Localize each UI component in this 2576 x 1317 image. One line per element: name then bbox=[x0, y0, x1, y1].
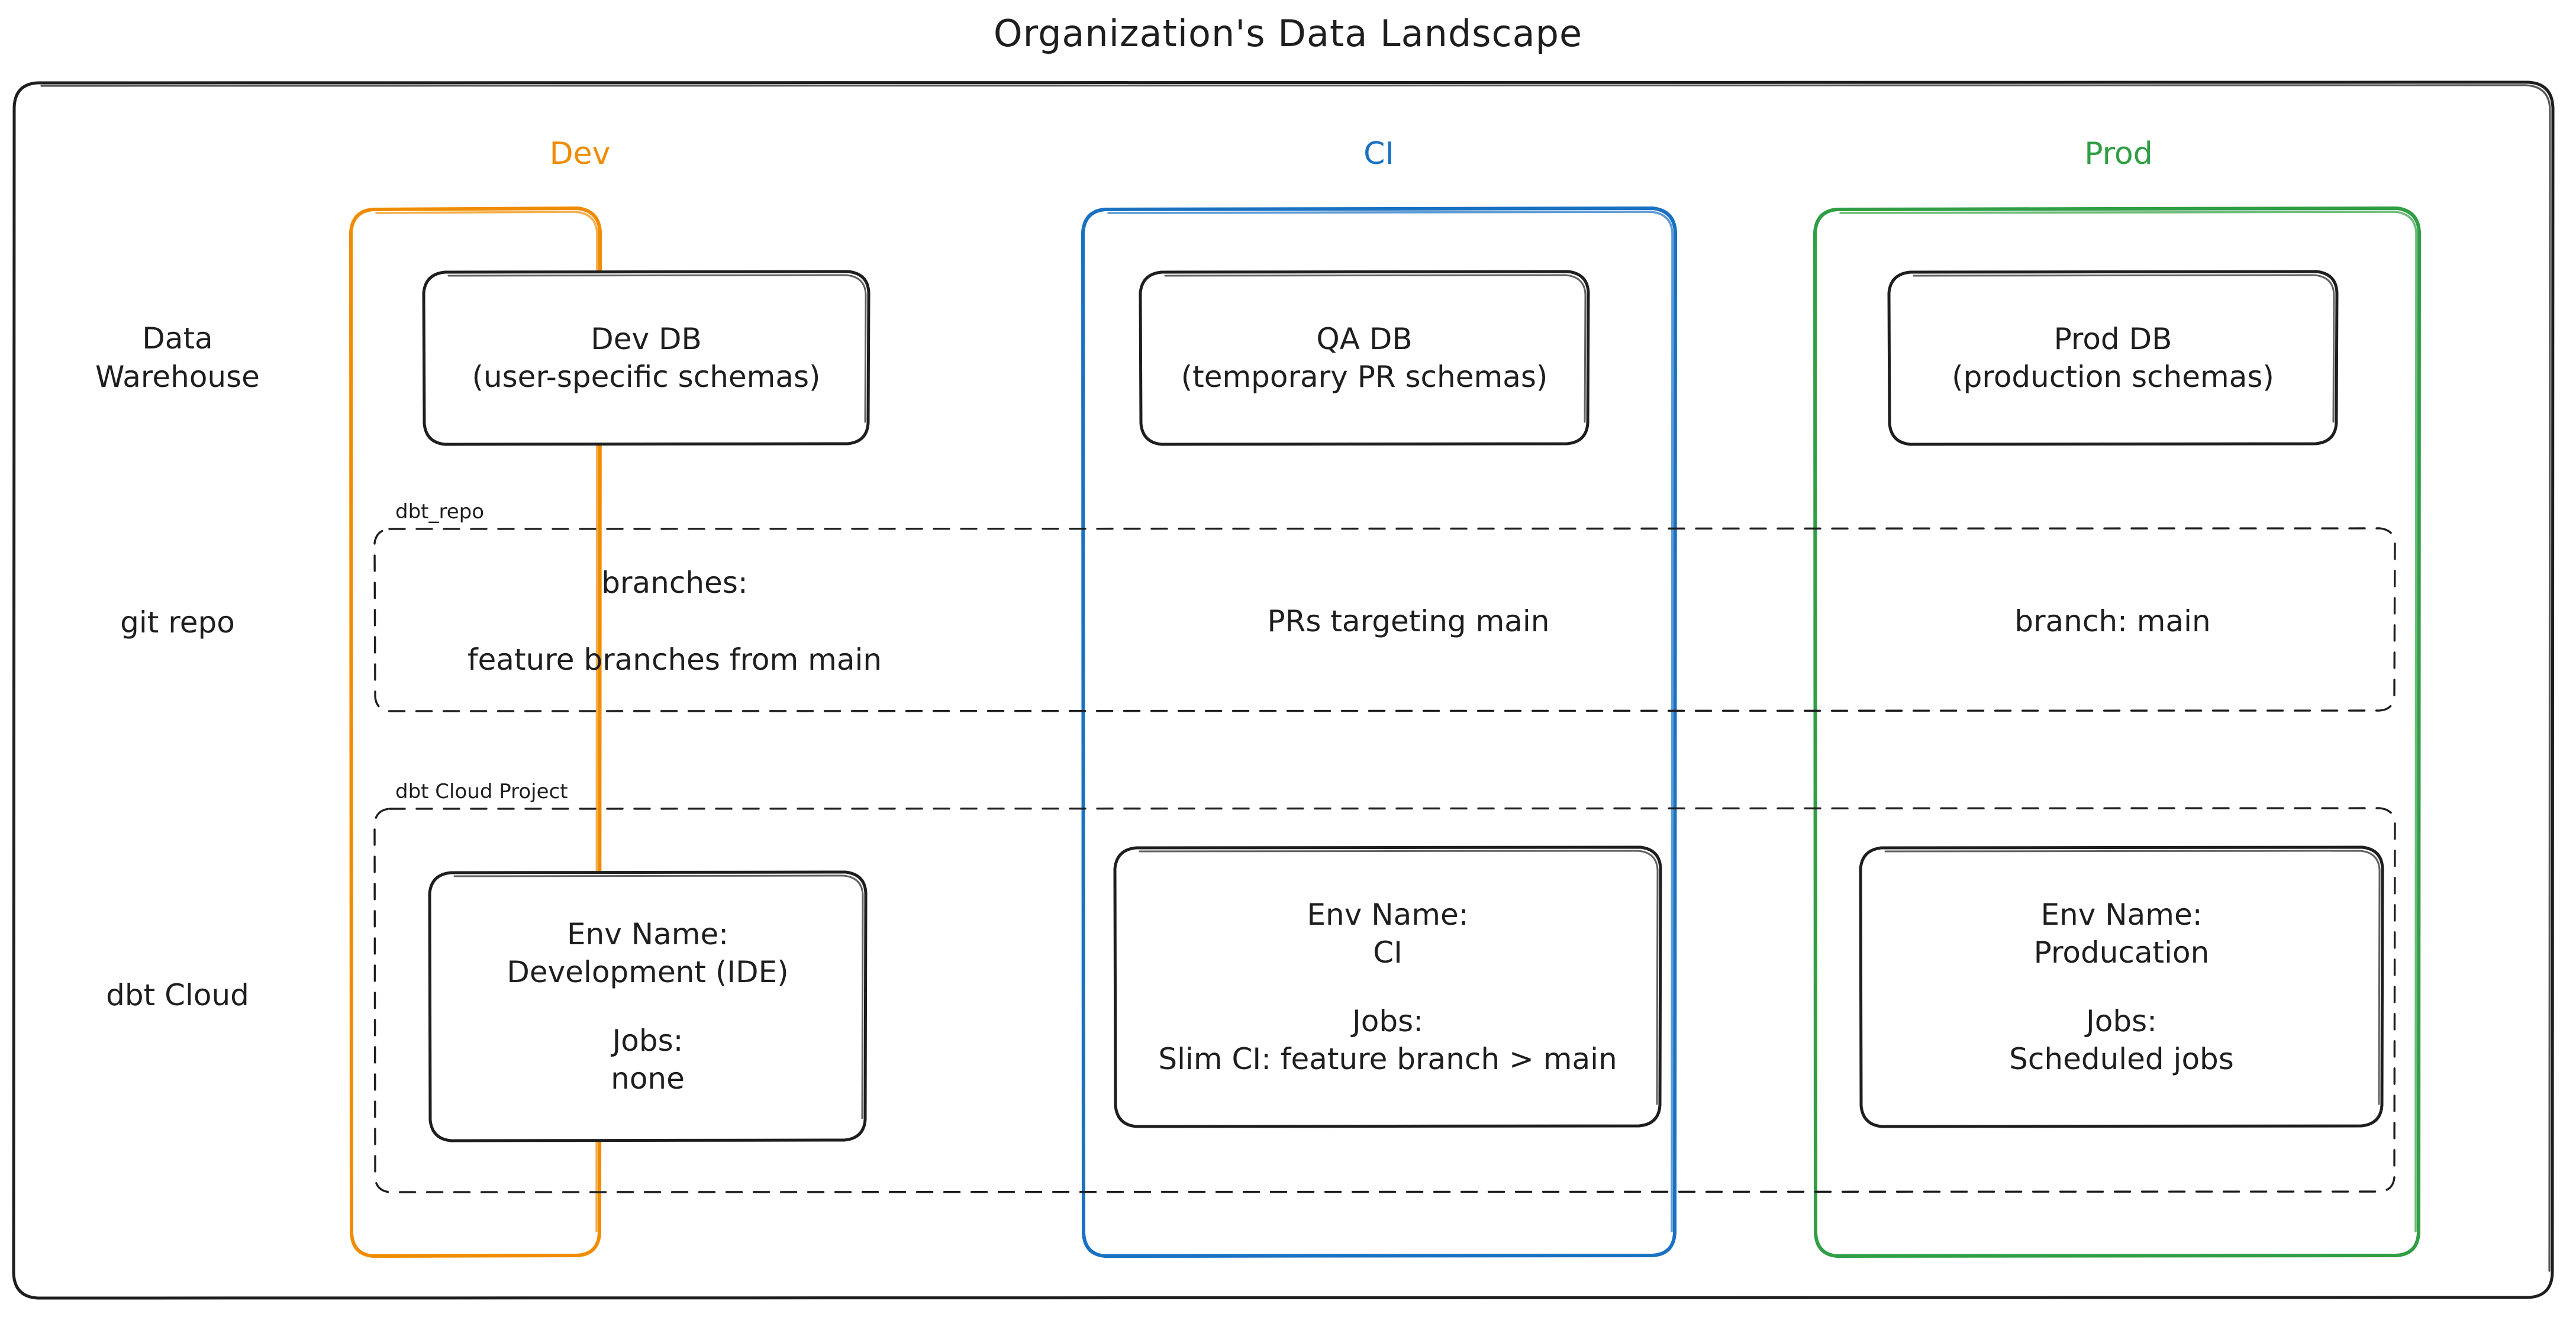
cell-git-dev: branches: feature branches from main bbox=[379, 566, 971, 677]
node-dbt-env-prod-jobs-value: Scheduled jobs bbox=[2009, 1042, 2234, 1076]
cell-git-dev-line1: branches: bbox=[601, 565, 748, 600]
page-title: Organization's Data Landscape bbox=[993, 12, 1583, 55]
cell-git-ci-line1: PRs targeting main bbox=[1267, 603, 1550, 638]
node-dev-db-line1: Dev DB bbox=[591, 322, 702, 356]
node-dbt-env-ci-text: Env Name: CI Jobs: Slim CI: feature bran… bbox=[1113, 845, 1663, 1129]
env-column-dev-outline bbox=[349, 206, 602, 1258]
node-dbt-env-prod[interactable]: Env Name: Producation Jobs: Scheduled jo… bbox=[1858, 845, 2385, 1129]
node-dev-db-text: Dev DB (user-specific schemas) bbox=[421, 269, 871, 447]
group-git-repo bbox=[373, 527, 2397, 713]
node-qa-db-line1: QA DB bbox=[1316, 322, 1413, 356]
group-git-repo-caption: dbt_repo bbox=[395, 500, 485, 524]
node-dbt-env-ci-env-value: CI bbox=[1373, 935, 1403, 970]
row-label-git-repo: git repo bbox=[120, 605, 235, 640]
env-column-prod-outline bbox=[1813, 206, 2422, 1258]
cell-git-ci: PRs targeting main bbox=[1113, 568, 1704, 674]
row-label-data-warehouse: Data Warehouse bbox=[95, 321, 260, 394]
cell-git-dev-line2: feature branches from main bbox=[467, 642, 882, 677]
diagram-outer-frame bbox=[11, 80, 2555, 1300]
node-prod-db-line2: (production schemas) bbox=[1952, 360, 2274, 394]
node-qa-db-line2: (temporary PR schemas) bbox=[1181, 360, 1548, 394]
node-dbt-env-dev-env-value: Development (IDE) bbox=[507, 955, 789, 989]
row-label-dbt-cloud: dbt Cloud bbox=[106, 978, 249, 1012]
group-dbt-cloud-caption: dbt Cloud Project bbox=[395, 780, 568, 803]
node-dbt-env-ci-jobs-value: Slim CI: feature branch > main bbox=[1158, 1042, 1617, 1076]
cell-git-prod-line1: branch: main bbox=[2014, 603, 2211, 638]
env-column-ci bbox=[1080, 206, 1678, 1259]
node-dbt-env-dev-jobs-value: none bbox=[611, 1061, 685, 1096]
node-prod-db-line1: Prod DB bbox=[2053, 322, 2172, 356]
node-dbt-env-ci-jobs-label: Jobs: bbox=[1352, 1004, 1423, 1038]
node-dbt-env-dev-env-label: Env Name: bbox=[566, 917, 729, 951]
node-dbt-env-prod-env-label: Env Name: bbox=[2040, 898, 2203, 932]
node-dbt-env-prod-env-value: Producation bbox=[2033, 935, 2210, 970]
node-dbt-env-prod-jobs-label: Jobs: bbox=[2086, 1004, 2157, 1038]
node-dev-db-line2: (user-specific schemas) bbox=[472, 360, 821, 394]
env-column-ci-outline bbox=[1081, 206, 1678, 1258]
node-qa-db[interactable]: QA DB (temporary PR schemas) bbox=[1138, 269, 1591, 447]
node-prod-db-text: Prod DB (production schemas) bbox=[1887, 269, 2339, 447]
node-prod-db[interactable]: Prod DB (production schemas) bbox=[1887, 269, 2339, 447]
column-header-prod: Prod bbox=[2084, 136, 2153, 172]
node-dbt-env-dev-text: Env Name: Development (IDE) Jobs: none bbox=[427, 870, 868, 1143]
node-qa-db-text: QA DB (temporary PR schemas) bbox=[1138, 269, 1591, 447]
node-dbt-env-prod-text: Env Name: Producation Jobs: Scheduled jo… bbox=[1858, 845, 2385, 1129]
column-header-ci: CI bbox=[1363, 136, 1394, 172]
node-dev-db[interactable]: Dev DB (user-specific schemas) bbox=[421, 269, 871, 447]
group-dbt-cloud-outline bbox=[373, 807, 2396, 1193]
group-dbt-cloud bbox=[373, 806, 2397, 1194]
node-dbt-env-ci[interactable]: Env Name: CI Jobs: Slim CI: feature bran… bbox=[1113, 845, 1663, 1129]
env-column-dev bbox=[348, 206, 602, 1259]
cell-git-prod: branch: main bbox=[1817, 568, 2409, 674]
column-header-dev: Dev bbox=[549, 136, 611, 172]
node-dbt-env-dev[interactable]: Env Name: Development (IDE) Jobs: none bbox=[427, 870, 868, 1143]
node-dbt-env-dev-jobs-label: Jobs: bbox=[612, 1024, 684, 1058]
group-git-repo-outline bbox=[373, 527, 2396, 712]
node-dbt-env-ci-env-label: Env Name: bbox=[1307, 898, 1469, 932]
env-column-prod bbox=[1812, 206, 2422, 1259]
outer-frame-outline bbox=[12, 80, 2555, 1300]
